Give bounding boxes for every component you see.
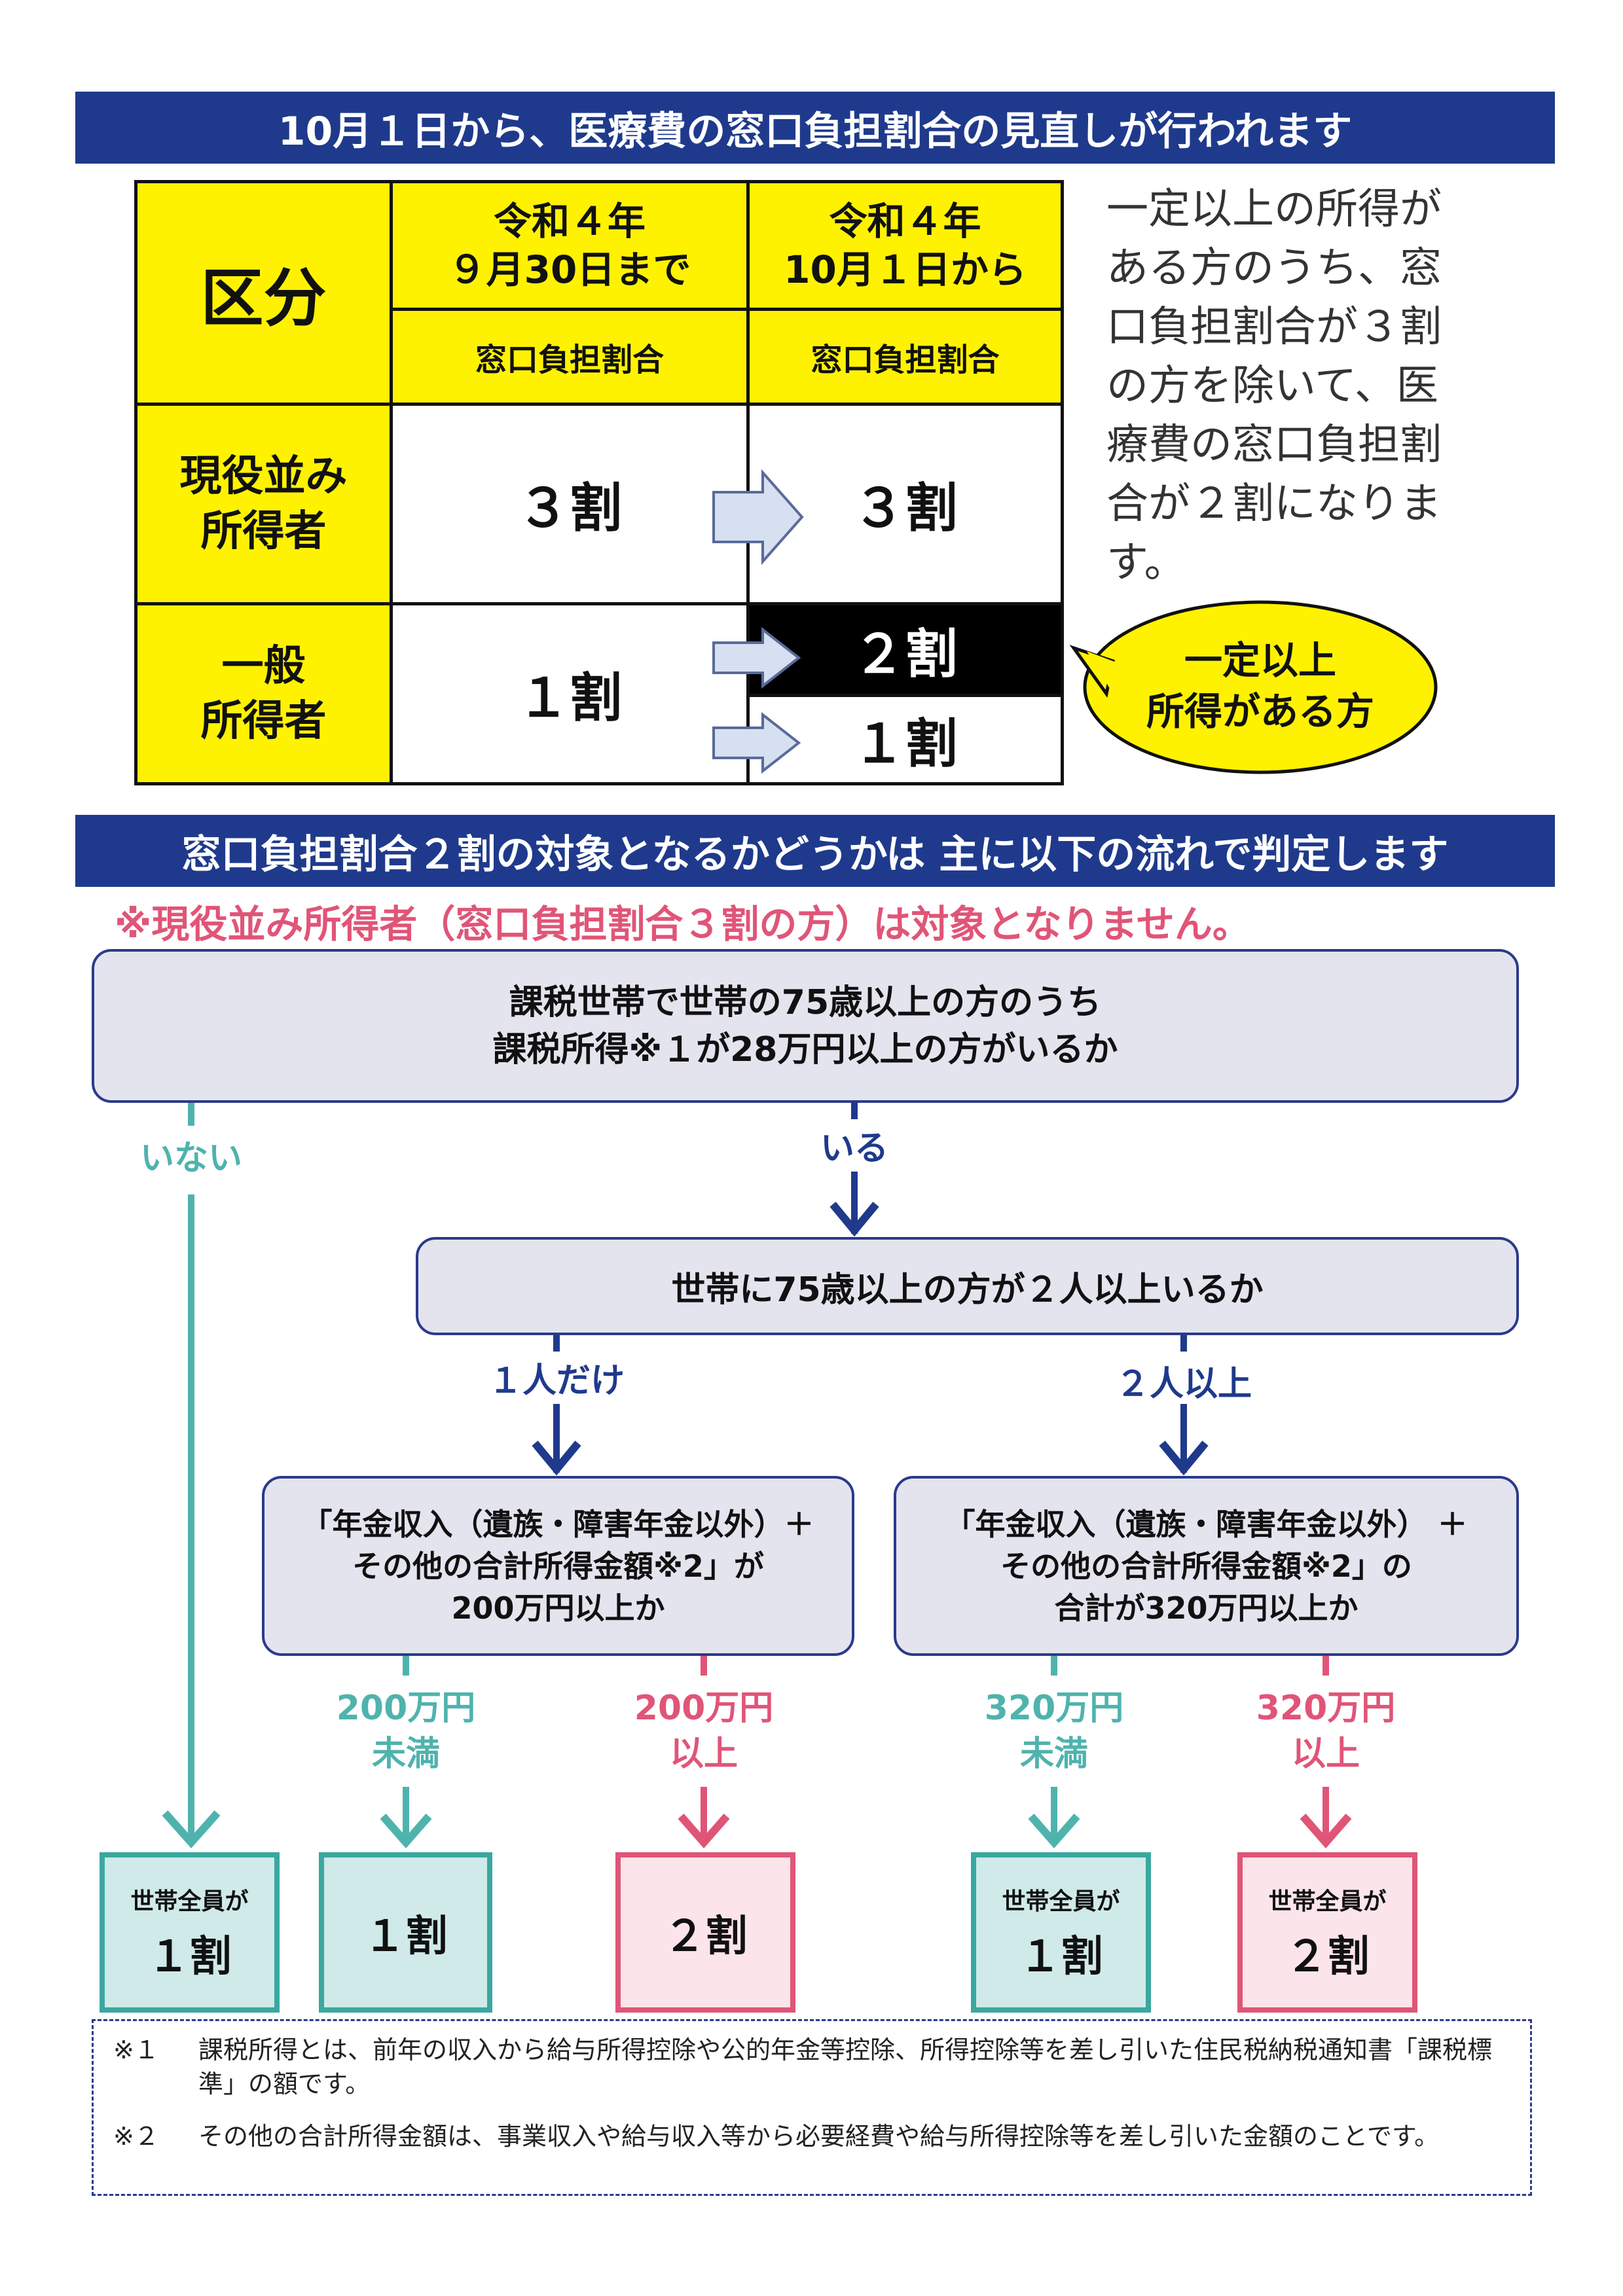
result-big: ２割 xyxy=(663,1912,748,1961)
result-small: 世帯全員が xyxy=(1268,1888,1387,1915)
label-yes: いる xyxy=(820,1129,888,1168)
section2-banner: 窓口負担割合２割の対象となるかどうかは 主に以下の流れで判定します xyxy=(75,815,1555,887)
footnote-mark: ※２ xyxy=(113,2122,159,2151)
footnote-text: その他の合計所得金額は、事業収入や給与収入等から必要経費や給与所得控除等を差し引… xyxy=(198,2122,1440,2151)
callout-bubble xyxy=(1069,600,1438,774)
arrow-right-icon xyxy=(712,469,804,565)
arrow-right-icon xyxy=(712,626,801,689)
result-big: １割 xyxy=(363,1912,448,1961)
arrow-down-icon xyxy=(1159,1441,1209,1476)
label-no: いない xyxy=(139,1139,242,1178)
row-general-after-high: ２割 xyxy=(746,602,1064,697)
row-active-before: ３割 xyxy=(390,403,750,605)
row-active-label: 現役並み 所得者 xyxy=(134,403,393,605)
footnote-text: 課税所得とは、前年の収入から給与所得控除や公的年金等控除、所得控除等を差し引いた… xyxy=(198,2036,1493,2098)
label-one-person: １人だけ xyxy=(488,1361,625,1401)
label-over-200: 200万円 以上 xyxy=(634,1689,774,1774)
table-arrows xyxy=(712,469,1438,774)
side-note: 一定以上の所得が ある方のうち、窓 口負担割合が３割 の方を除いて、医 療費の窓… xyxy=(1106,185,1442,587)
label-under-200: 200万円 未満 xyxy=(336,1689,476,1774)
result-small: 世帯全員が xyxy=(1002,1888,1120,1915)
footnotes: ※１ 課税所得とは、前年の収入から給与所得控除や公的年金等控除、所得控除等を差し… xyxy=(92,2019,1532,2196)
callout-text: 一定以上 所得がある方 xyxy=(1146,638,1374,734)
flow-connectors xyxy=(162,1103,1352,1849)
result-all-10pct-b: 世帯全員が １割 xyxy=(971,1852,1151,2013)
question-taxable-income: 課税世帯で世帯の75歳以上の方のうち 課税所得※１が28万円以上の方がいるか xyxy=(92,949,1519,1103)
result-small: 世帯全員が xyxy=(130,1888,249,1915)
header-before-date: 令和４年 ９月30日まで xyxy=(390,180,750,311)
footnote-2: ※２ その他の合計所得金額は、事業収入や給与収入等から必要経費や給与所得控除等を… xyxy=(113,2119,1510,2153)
header-after-date: 令和４年 10月１日から xyxy=(746,180,1064,311)
row-general-label: 一般 所得者 xyxy=(134,602,393,785)
result-all-10pct: 世帯全員が １割 xyxy=(100,1852,280,2013)
arrow-down-icon xyxy=(532,1441,581,1476)
arrow-right-icon xyxy=(712,711,801,774)
header-category: 区分 xyxy=(134,180,393,406)
arrow-down-icon xyxy=(830,1202,879,1237)
result-20pct: ２割 xyxy=(615,1852,795,2013)
result-all-20pct: 世帯全員が ２割 xyxy=(1237,1852,1417,2013)
arrow-down-icon xyxy=(1028,1814,1080,1849)
result-big: ２割 xyxy=(1285,1932,1370,1981)
label-under-320: 320万円 未満 xyxy=(984,1689,1124,1774)
label-over-320: 320万円 以上 xyxy=(1256,1689,1396,1774)
arrow-down-icon xyxy=(1300,1814,1352,1849)
footnote-mark: ※１ xyxy=(113,2036,159,2064)
question-two-or-more: 世帯に75歳以上の方が２人以上いるか xyxy=(416,1237,1519,1335)
label-two-or-more: ２人以上 xyxy=(1115,1365,1252,1404)
question-income-200: 「年金収入（遺族・障害年金以外）＋ その他の合計所得金額※2」が 200万円以上… xyxy=(262,1476,854,1656)
arrow-down-icon xyxy=(380,1814,432,1849)
question-income-320: 「年金収入（遺族・障害年金以外） ＋ その他の合計所得金額※2」の 合計が320… xyxy=(894,1476,1519,1656)
result-10pct: １割 xyxy=(319,1852,492,2013)
arrow-down-icon xyxy=(678,1814,730,1849)
section1-banner: 10月１日から、医療費の窓口負担割合の見直しが行われます xyxy=(75,92,1555,164)
warning-text: ※現役並み所得者（窓口負担割合３割の方）は対象となりません。 xyxy=(115,902,1250,946)
result-big: １割 xyxy=(1019,1932,1103,1981)
row-general-after-low: １割 xyxy=(746,694,1064,785)
arrow-down-icon xyxy=(162,1810,221,1849)
result-big: １割 xyxy=(147,1932,232,1981)
footnote-1: ※１ 課税所得とは、前年の収入から給与所得控除や公的年金等控除、所得控除等を差し… xyxy=(113,2033,1510,2101)
